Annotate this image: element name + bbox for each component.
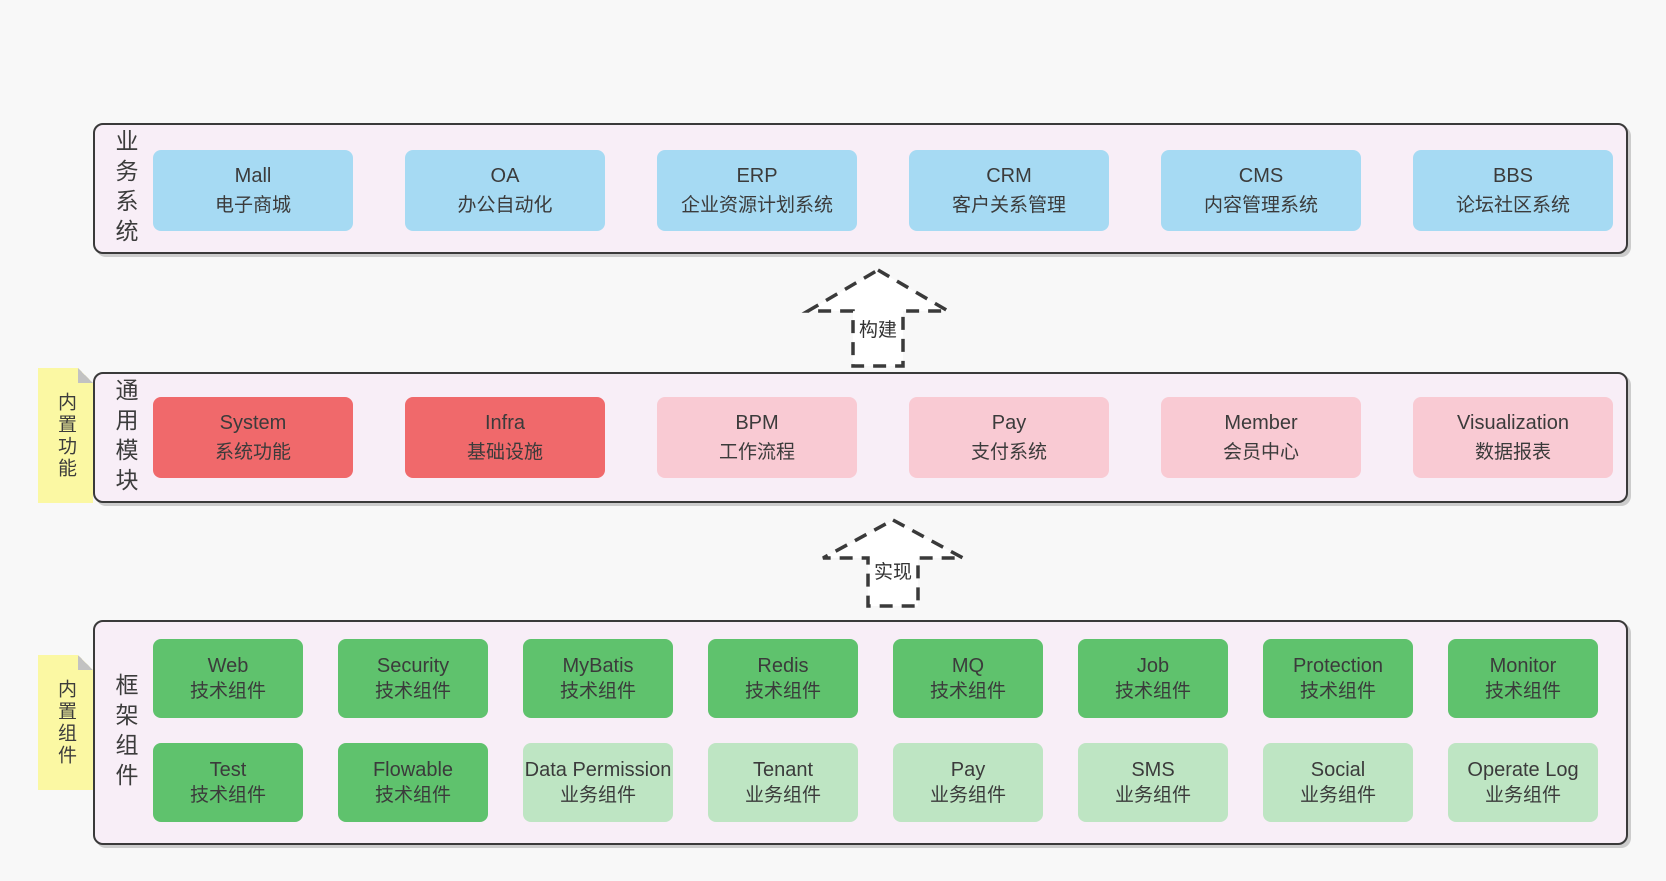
sticky-note-label: 内置功能	[55, 391, 76, 480]
up-arrow-build-icon	[801, 267, 955, 368]
node-bpm: BPM 工作流程	[657, 397, 857, 478]
up-arrow-implement-icon	[822, 518, 964, 608]
node-pay-component: Pay 业务组件	[893, 743, 1043, 822]
node-pay-module: Pay 支付系统	[909, 397, 1109, 478]
node-mq: MQ 技术组件	[893, 639, 1043, 718]
node-tenant: Tenant 业务组件	[708, 743, 858, 822]
node-sms: SMS 业务组件	[1078, 743, 1228, 822]
node-mall: Mall 电子商城	[153, 150, 353, 231]
arrow-label-build: 构建	[858, 320, 897, 341]
layer-framework-components: 框架组件 Web 技术组件 Security 技术组件 MyBatis 技术组件…	[93, 620, 1628, 845]
node-data-permission: Data Permission 业务组件	[523, 743, 673, 822]
layer-business-systems: 业务系统 Mall 电子商城 OA 办公自动化 ERP 企业资源计划系统 CRM…	[93, 123, 1628, 254]
node-cms: CMS 内容管理系统	[1161, 150, 1361, 231]
layer-common-modules: 通用模块 System 系统功能 Infra 基础设施 BPM 工作流程 Pay…	[93, 372, 1628, 503]
node-oa: OA 办公自动化	[405, 150, 605, 231]
node-erp: ERP 企业资源计划系统	[657, 150, 857, 231]
node-web: Web 技术组件	[153, 639, 303, 718]
node-monitor: Monitor 技术组件	[1448, 639, 1598, 718]
node-protection: Protection 技术组件	[1263, 639, 1413, 718]
layer-title-framework-components: 框架组件	[112, 672, 138, 793]
node-test: Test 技术组件	[153, 743, 303, 822]
sticky-note-built-in-functions: 内置功能	[38, 368, 93, 503]
node-security: Security 技术组件	[338, 639, 488, 718]
node-bbs: BBS 论坛社区系统	[1413, 150, 1613, 231]
node-redis: Redis 技术组件	[708, 639, 858, 718]
layer-title-business-systems: 业务系统	[112, 128, 138, 249]
node-infra: Infra 基础设施	[405, 397, 605, 478]
layer-title-common-modules: 通用模块	[112, 377, 138, 498]
arrow-label-implement: 实现	[873, 562, 912, 583]
node-flowable: Flowable 技术组件	[338, 743, 488, 822]
node-visualization: Visualization 数据报表	[1413, 397, 1613, 478]
sticky-note-built-in-components: 内置组件	[38, 655, 93, 790]
node-job: Job 技术组件	[1078, 639, 1228, 718]
node-system: System 系统功能	[153, 397, 353, 478]
node-mybatis: MyBatis 技术组件	[523, 639, 673, 718]
node-operate-log: Operate Log 业务组件	[1448, 743, 1598, 822]
node-crm: CRM 客户关系管理	[909, 150, 1109, 231]
sticky-note-label: 内置组件	[55, 678, 76, 767]
node-member: Member 会员中心	[1161, 397, 1361, 478]
node-social: Social 业务组件	[1263, 743, 1413, 822]
